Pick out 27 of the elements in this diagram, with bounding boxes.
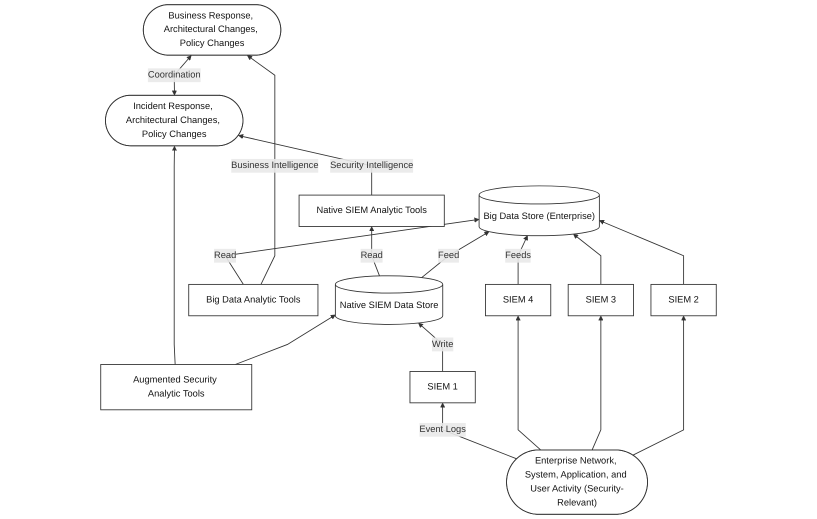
arrow [592, 316, 604, 451]
edge-label: Feed [438, 250, 460, 260]
node-box: Augmented Security Analytic Tools [100, 364, 252, 410]
arrow [632, 316, 686, 456]
edge-label: Read [360, 250, 383, 260]
node-box: SIEM 4 [485, 284, 552, 316]
edge-label: Write [432, 339, 454, 350]
node-box: Big Data Analytic Tools [188, 284, 318, 316]
edge-label: Coordination [148, 70, 201, 80]
edge-label: Feeds [505, 250, 532, 260]
arrow [573, 234, 602, 285]
arrow [516, 316, 542, 451]
node-box: SIEM 2 [650, 284, 717, 316]
edge-label: Read [214, 250, 236, 260]
node-box: SIEM 1 [410, 371, 476, 404]
edge-label: Event Logs [419, 424, 466, 434]
arrow [599, 220, 684, 285]
edge-label: Security Intelligence [330, 160, 414, 170]
arrow [172, 146, 177, 365]
node-box: SIEM 3 [568, 284, 634, 316]
arrow [418, 322, 444, 372]
edge-label: Business Intelligence [231, 160, 318, 170]
arrow [421, 231, 490, 278]
arrow [247, 55, 276, 285]
arrow [234, 314, 336, 365]
node-box: Native SIEM Analytic Tools [298, 194, 445, 227]
arrow [369, 226, 380, 276]
